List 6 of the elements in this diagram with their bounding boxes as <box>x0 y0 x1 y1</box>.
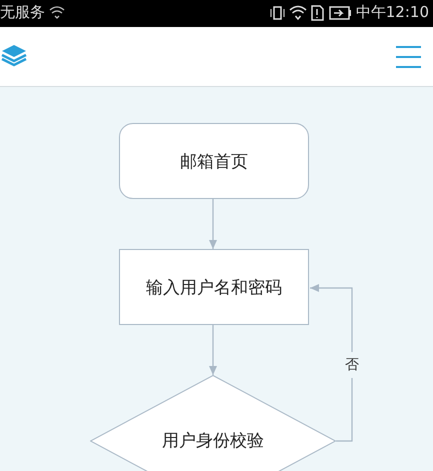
edge-label: 否 <box>343 352 361 378</box>
process-box: 输入用户名和密码 <box>119 249 309 325</box>
carrier-status: 无服务 <box>0 3 45 22</box>
start-box: 邮箱首页 <box>119 123 309 199</box>
decision-diamond: 用户身份校验 <box>90 375 336 471</box>
clock-text: 中午12:10 <box>356 3 429 22</box>
